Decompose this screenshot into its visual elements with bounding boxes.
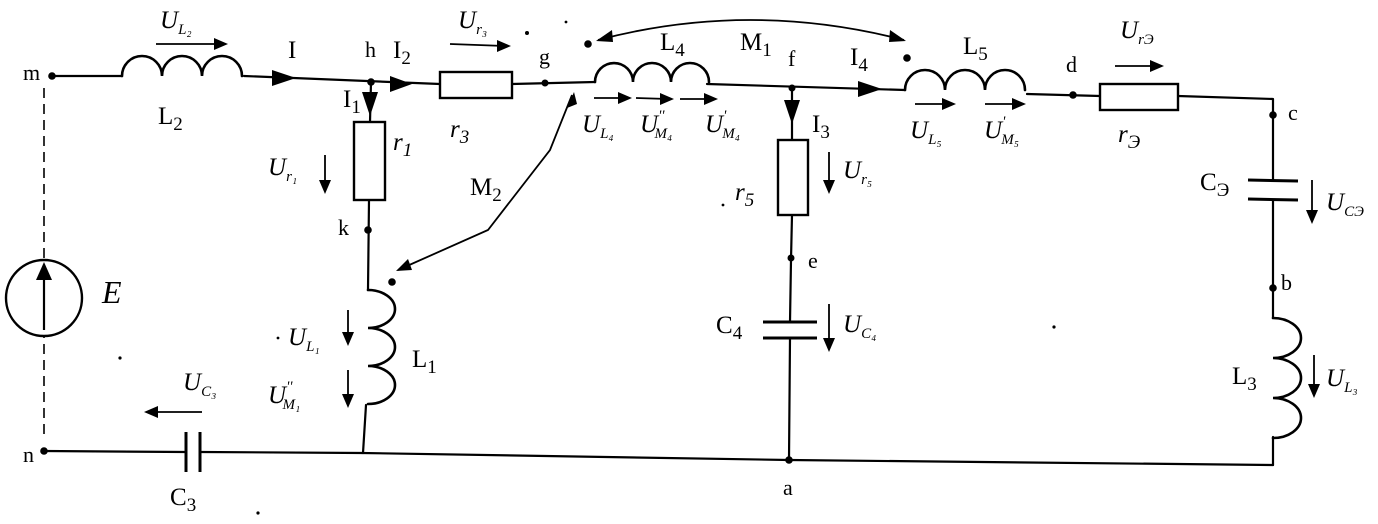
polarity-dot-L1 xyxy=(388,278,396,286)
resistor-r1 xyxy=(352,120,387,202)
inductor-L4 xyxy=(593,61,711,84)
wire-r3-g xyxy=(510,80,597,86)
wire-L5-rE xyxy=(1025,92,1102,98)
wire-bottom-right xyxy=(360,451,1275,467)
voltage-UL5: UL₅ xyxy=(910,117,942,148)
voltage-Ur1: Ur₁ xyxy=(268,154,297,185)
inductor-L2 xyxy=(120,54,244,78)
svg-text:M2: M2 xyxy=(470,174,502,206)
voltage-UM4a: U''M₄ xyxy=(640,108,672,142)
node-k-dot xyxy=(364,226,372,234)
current-arrow-I4 xyxy=(858,81,882,97)
node-b-dot xyxy=(1269,284,1277,292)
node-h-label: h xyxy=(365,37,376,62)
voltage-UL3: UL₃ xyxy=(1326,365,1358,396)
inductor-L5 xyxy=(903,68,1027,92)
label-L3: L3 xyxy=(1232,363,1257,395)
inductor-L3 xyxy=(1271,316,1303,440)
label-L5: L5 xyxy=(963,33,988,65)
component-labels: L2 L1 L4 L5 L3 r1 r3 r5 rЭ C3 C4 CЭ E xyxy=(101,29,1257,516)
wire-bottom-left xyxy=(199,450,364,455)
inductor-L1 xyxy=(366,288,397,406)
voltage-UCE: UCЭ xyxy=(1326,189,1364,220)
node-h-dot xyxy=(367,78,375,86)
label-r1: r1 xyxy=(393,129,412,161)
node-labels: m n h g f d c b k e a xyxy=(23,37,1298,500)
label-L1: L1 xyxy=(412,346,437,378)
node-c-label: c xyxy=(1288,100,1298,125)
label-r5: r5 xyxy=(735,179,754,211)
voltage-Ur5: Ur₅ xyxy=(843,157,872,188)
node-c-dot xyxy=(1269,111,1277,119)
wire-C4-a xyxy=(787,336,792,462)
resistor-r5 xyxy=(776,138,810,217)
wire-rE-c xyxy=(1176,94,1275,182)
node-m-dot xyxy=(48,72,56,80)
mutual-M1: M1 xyxy=(596,19,906,61)
label-L4: L4 xyxy=(660,29,685,61)
scan-specks xyxy=(118,20,1056,515)
current-arrow-I3 xyxy=(784,100,800,124)
label-CE: CЭ xyxy=(1200,169,1229,201)
voltage-UM1: U''M₁ xyxy=(268,379,300,413)
voltages: UL₂ Ur₃ Ur₁ UL₄ U''M₄ U'M₄ UL₅ U'M₅ UrЭ … xyxy=(144,7,1364,418)
node-f-label: f xyxy=(788,46,796,71)
mutual-M2: M2 xyxy=(396,92,577,271)
wire-r1-L1 xyxy=(366,198,371,292)
wire-L1-bottom xyxy=(361,403,368,455)
voltage-UL1: UL₁ xyxy=(288,324,320,355)
wire-r5-e xyxy=(789,213,794,262)
label-r3: r3 xyxy=(450,116,469,148)
voltage-Ur3: Ur₃ xyxy=(458,7,487,38)
voltage-UL4: UL₄ xyxy=(582,111,614,142)
node-e-dot xyxy=(787,254,795,262)
resistor-r3 xyxy=(438,70,514,100)
voltage-UL2: UL₂ xyxy=(160,7,192,38)
node-k-label: k xyxy=(338,215,349,240)
label-C3: C3 xyxy=(170,484,196,516)
node-a-label: a xyxy=(783,475,793,500)
node-n-dot xyxy=(40,447,48,455)
current-arrow-I1 xyxy=(362,92,378,116)
svg-text:M1: M1 xyxy=(740,29,772,61)
polarity-dot-L5 xyxy=(903,54,911,62)
polarity-dot-L4 xyxy=(584,40,592,48)
node-d-dot xyxy=(1069,91,1077,99)
label-L2: L2 xyxy=(158,103,183,135)
node-g-dot xyxy=(541,79,549,87)
node-m-label: m xyxy=(23,60,40,85)
node-a-dot xyxy=(785,456,793,464)
resistor-rE xyxy=(1098,82,1180,112)
voltage-UrE: UrЭ xyxy=(1120,17,1154,48)
current-I4: I4 xyxy=(850,44,868,76)
wire-n-C3 xyxy=(42,449,187,454)
current-I3: I3 xyxy=(812,111,830,143)
node-e-label: e xyxy=(808,248,818,273)
capacitor-C4 xyxy=(763,320,817,340)
node-f-dot xyxy=(788,84,796,92)
capacitor-C3 xyxy=(184,432,202,472)
wire-e-C4 xyxy=(788,258,793,324)
current-I1: I1 xyxy=(343,86,361,118)
capacitor-CE xyxy=(1247,178,1299,202)
node-b-label: b xyxy=(1281,270,1292,295)
current-I: I xyxy=(288,37,296,64)
current-arrow-I xyxy=(272,70,296,86)
label-E: E xyxy=(101,274,122,310)
node-d-label: d xyxy=(1066,52,1077,77)
voltage-UC4: UC₄ xyxy=(843,311,876,342)
label-C4: C4 xyxy=(716,312,743,344)
voltage-UM5: U'M₅ xyxy=(984,114,1019,148)
node-g-label: g xyxy=(539,44,550,69)
nodes xyxy=(40,40,1277,464)
voltage-source-E xyxy=(4,258,84,338)
voltage-UM4b: U'M₄ xyxy=(705,108,740,142)
current-arrow-I2 xyxy=(390,76,412,92)
node-n-label: n xyxy=(23,442,34,467)
label-rE: rЭ xyxy=(1118,121,1140,153)
current-I2: I2 xyxy=(393,37,411,69)
voltage-UC3: UC₃ xyxy=(183,369,216,400)
currents: I I2 I1 I3 I4 xyxy=(272,37,882,143)
